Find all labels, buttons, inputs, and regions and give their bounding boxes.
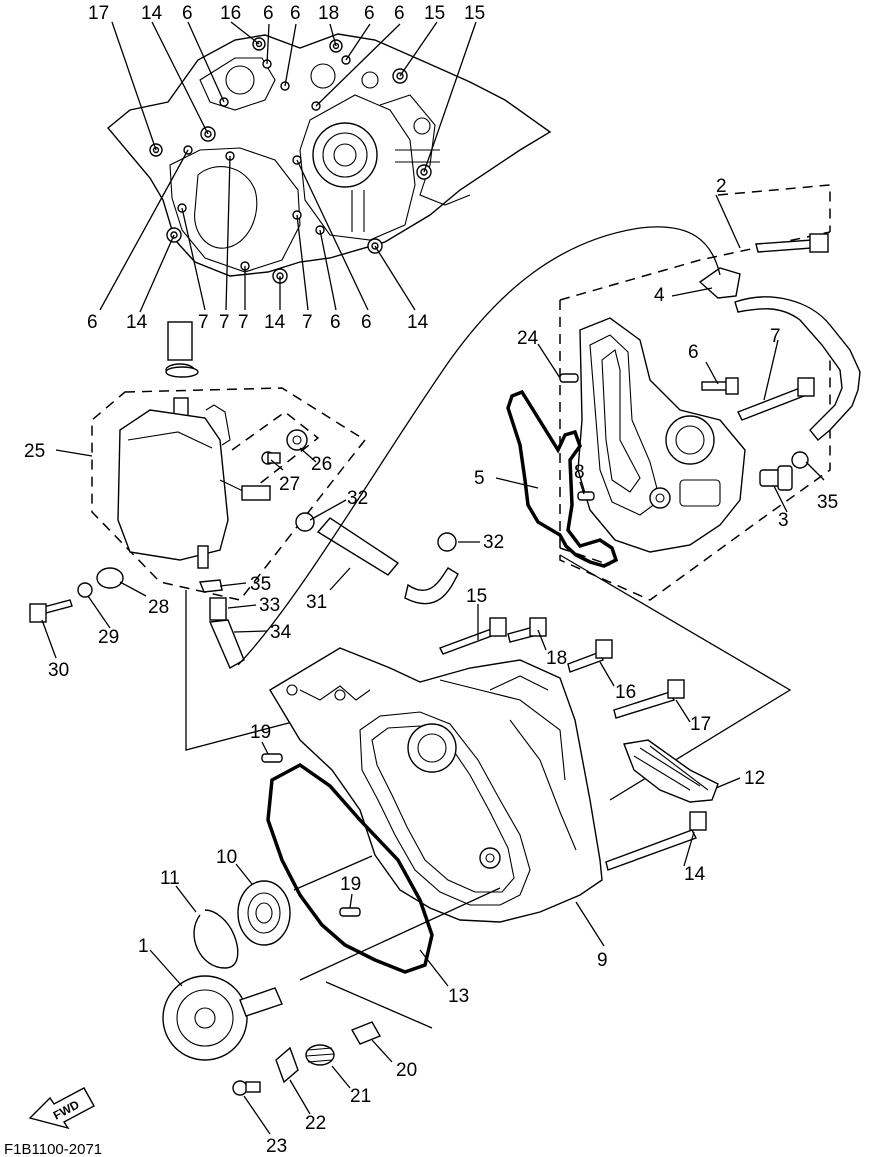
callout-34: 34 [270,622,292,643]
callout-33: 33 [259,595,280,616]
clutch-cover-group [506,184,861,601]
callout-25: 25 [24,441,45,462]
callout-14: 14 [684,864,706,885]
oil-pump-parts [162,855,501,1096]
callout-31: 31 [306,592,327,613]
callout-16: 16 [615,682,636,703]
callout-35: 35 [817,492,838,513]
top-view-leaders [99,21,477,313]
callout-6: 6 [688,342,699,363]
callout-15: 15 [424,3,445,24]
main-leaders [41,194,825,1135]
callout-14: 14 [126,312,148,333]
callout-21: 21 [350,1086,371,1107]
callout-6: 6 [182,3,193,24]
callout-6: 6 [330,312,341,333]
callout-6: 6 [290,3,301,24]
callout-32: 32 [483,532,504,553]
callout-3: 3 [778,510,789,531]
callout-8: 8 [574,462,585,483]
breather-tank-group [29,321,459,669]
callout-15: 15 [464,3,485,24]
callout-7: 7 [238,312,249,333]
callout-labels: 17 14 6 16 6 6 18 6 6 15 15 6 14 7 7 7 1… [4,3,838,1157]
callout-7: 7 [302,312,313,333]
callout-13: 13 [448,986,469,1007]
crankcase-cover [261,617,719,974]
callout-26: 26 [311,454,332,475]
callout-17: 17 [88,3,109,24]
fwd-arrow-icon: FWD [28,1087,95,1130]
callout-35: 35 [250,574,271,595]
callout-7: 7 [198,312,209,333]
callout-6: 6 [364,3,375,24]
callout-6: 6 [263,3,274,24]
callout-28: 28 [148,597,169,618]
callout-6: 6 [361,312,372,333]
callout-19: 19 [250,722,271,743]
callout-17: 17 [690,714,711,735]
callout-23: 23 [266,1136,287,1157]
callout-18: 18 [318,3,339,24]
callout-5: 5 [474,468,485,489]
callout-7: 7 [219,312,230,333]
callout-16: 16 [220,3,241,24]
callout-2: 2 [716,176,727,197]
callout-6: 6 [87,312,98,333]
callout-12: 12 [744,768,765,789]
callout-14: 14 [141,3,163,24]
callout-7: 7 [770,326,781,347]
callout-14: 14 [264,312,286,333]
callout-4: 4 [654,285,665,306]
callout-32: 32 [347,488,368,509]
callout-9: 9 [597,950,608,971]
callout-24: 24 [517,328,539,349]
callout-15: 15 [466,586,487,607]
callout-14: 14 [407,312,429,333]
callout-1: 1 [138,936,149,957]
drawing-code: F1B1100-2071 [4,1141,102,1157]
crankcase-cover-top-view [107,33,552,284]
callout-18: 18 [546,648,567,669]
callout-27: 27 [279,474,300,495]
callout-6: 6 [394,3,405,24]
callout-11: 11 [160,868,180,889]
callout-19: 19 [340,874,361,895]
callout-29: 29 [98,627,119,648]
callout-22: 22 [305,1113,326,1134]
callout-30: 30 [48,660,69,681]
callout-20: 20 [396,1060,417,1081]
callout-10: 10 [216,847,237,868]
